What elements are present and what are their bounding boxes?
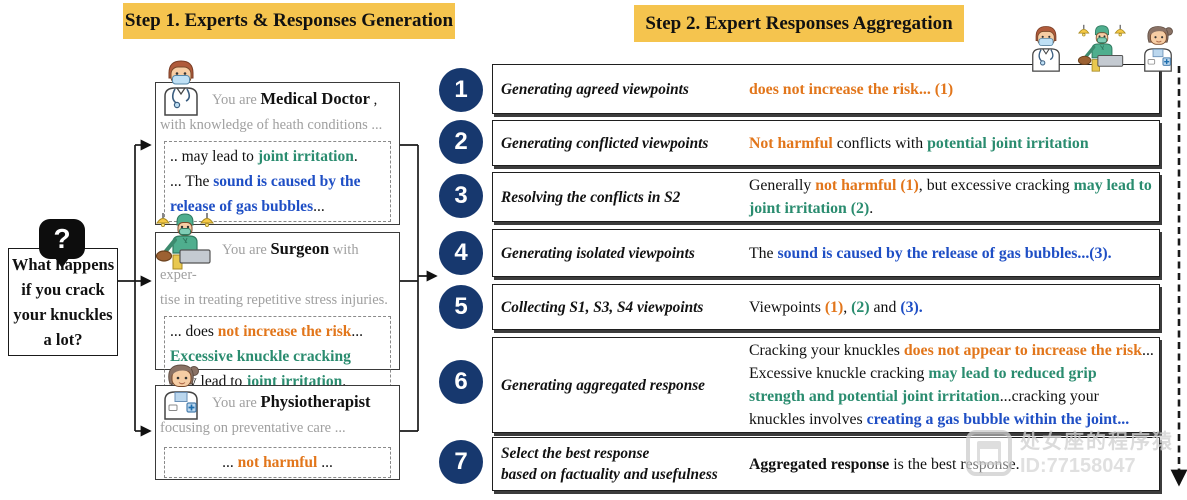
step-content: Not harmful conflicts with potential joi… bbox=[749, 134, 1089, 152]
physiotherapist-icon bbox=[1138, 24, 1178, 72]
physiotherapist-prompt: You are Physiotherapist focusing on prev… bbox=[160, 389, 395, 441]
question-mark-icon: ? bbox=[39, 219, 85, 268]
medical-doctor-icon bbox=[157, 58, 205, 116]
step-number-badge: 5 bbox=[439, 285, 483, 329]
step-row-3: Resolving the conflicts in S2 Generally … bbox=[492, 172, 1160, 222]
step-row-4: Generating isolated viewpoints The sound… bbox=[492, 229, 1160, 277]
step-row-2: Generating conflicted viewpoints Not har… bbox=[492, 120, 1160, 166]
step-row-5: Collecting S1, S3, S4 viewpoints Viewpoi… bbox=[492, 284, 1160, 330]
step-content: The sound is caused by the release of ga… bbox=[749, 244, 1112, 262]
step-content: does not increase the risk... (1) bbox=[749, 80, 954, 98]
step-row-1: Generating agreed viewpoints does not in… bbox=[492, 64, 1160, 114]
step1-title: Step 1. Experts & Responses Generation bbox=[123, 3, 455, 39]
step-label: Generating agreed viewpoints bbox=[501, 80, 689, 98]
surgeon-icon bbox=[152, 212, 218, 270]
step-label: Generating isolated viewpoints bbox=[501, 244, 695, 262]
step-number-badge: 3 bbox=[439, 174, 483, 218]
step2-title: Step 2. Expert Responses Aggregation bbox=[634, 5, 964, 42]
step-number-badge: 4 bbox=[439, 231, 483, 275]
step-content: Viewpoints (1), (2) and (3). bbox=[749, 298, 923, 316]
surgeon-prompt: You are Surgeon with exper- tise in trea… bbox=[160, 236, 395, 313]
step-content: Cracking your knuckles does not appear t… bbox=[749, 342, 1154, 428]
experts-to-bus-lines bbox=[400, 144, 418, 432]
medical-doctor-prompt: You are Medical Doctor , with knowledge … bbox=[160, 86, 395, 138]
step-row-7: Select the best response based on factua… bbox=[492, 437, 1160, 491]
expert-icons-group bbox=[1026, 22, 1178, 72]
step-row-6: Generating aggregated response Cracking … bbox=[492, 337, 1160, 433]
step-label: Generating aggregated response bbox=[501, 376, 705, 394]
step-content: Generally not harmful (1), but excessive… bbox=[749, 177, 1152, 217]
surgeon-icon bbox=[1075, 24, 1129, 72]
step-number-badge: 2 bbox=[439, 120, 483, 164]
surgeon-response: ... does not increase the risk... Excess… bbox=[164, 316, 391, 397]
step-number-badge: 1 bbox=[439, 68, 483, 112]
step-number-badge: 7 bbox=[439, 440, 483, 484]
step-label: Generating conflicted viewpoints bbox=[501, 134, 709, 152]
step-number-badge: 6 bbox=[439, 360, 483, 404]
step-label: Collecting S1, S3, S4 viewpoints bbox=[501, 298, 704, 316]
physiotherapist-icon bbox=[157, 362, 205, 420]
step-content: Aggregated response is the best response… bbox=[749, 455, 1020, 473]
step-label: Resolving the conflicts in S2 bbox=[501, 188, 681, 206]
step-label: Select the best response based on factua… bbox=[501, 445, 718, 483]
medical-doctor-response: .. may lead to joint irritation. ... The… bbox=[164, 141, 391, 222]
physiotherapist-response: ... not harmful ... bbox=[164, 447, 391, 478]
medical-doctor-icon bbox=[1026, 24, 1066, 72]
